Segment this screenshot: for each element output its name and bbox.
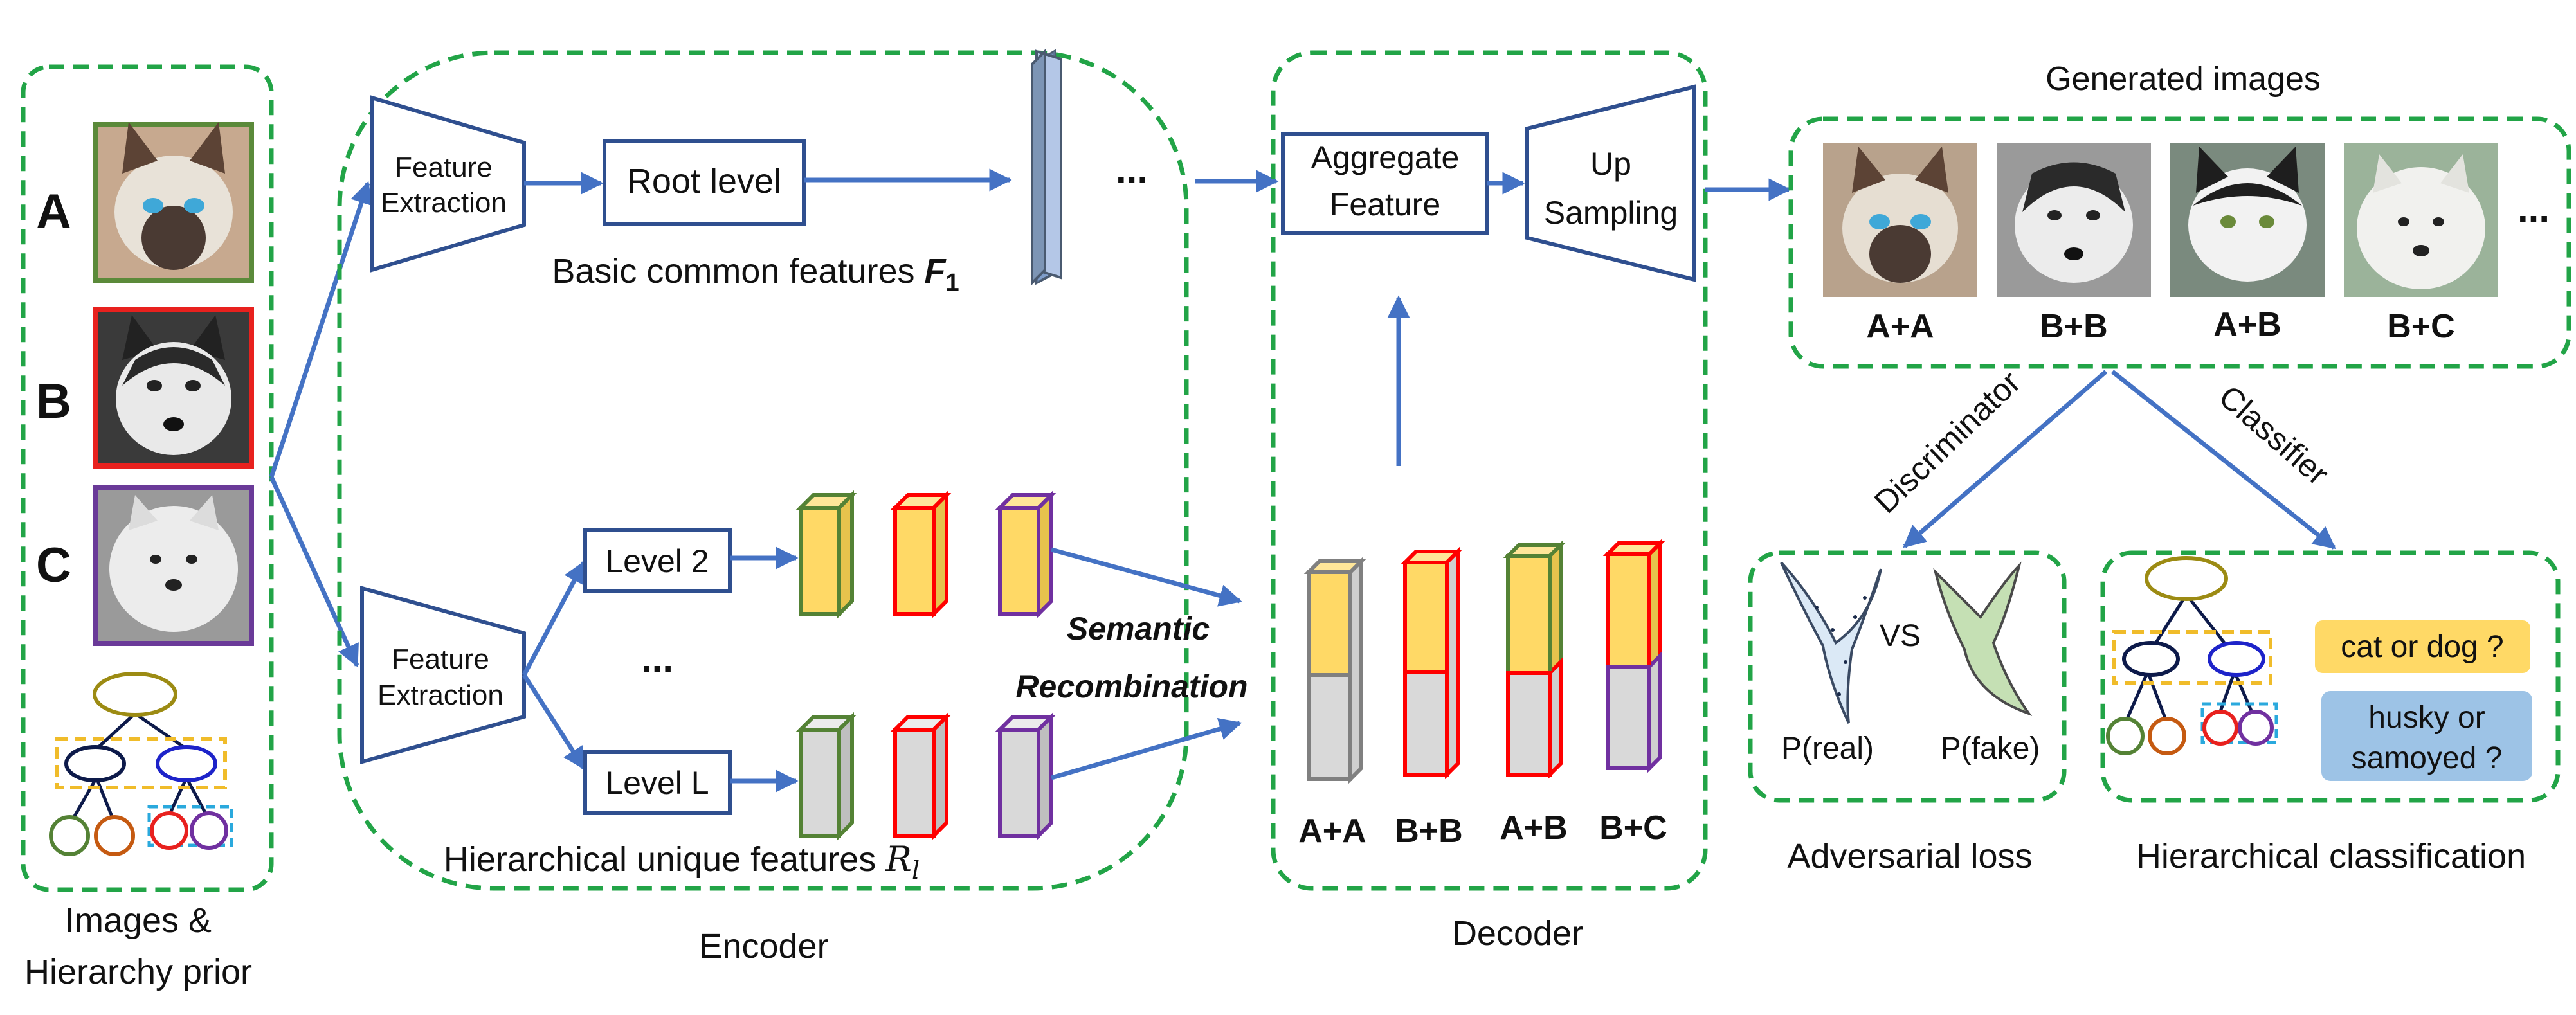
top-feature-extraction-block: Feature Extraction (370, 94, 526, 273)
arrow-level2-to-decoder (1051, 547, 1242, 607)
decoder-panel: Aggregate Feature Up Sampling (1271, 50, 1708, 953)
common-feature-slab-icon (1030, 48, 1063, 286)
discriminator-label: Discriminator (1867, 364, 2027, 520)
bottom-fe-line2: Extraction (377, 679, 503, 711)
aggregate-feature-box (1281, 132, 1489, 235)
upsampling-line1: Up (1590, 146, 1631, 182)
level2-box (583, 528, 732, 593)
p-fake-label: P(fake) (1941, 732, 2040, 766)
arrow-to-classifier (2110, 370, 2336, 550)
root-level-box (603, 139, 806, 226)
stack-label-4: B+C (1599, 809, 1667, 847)
arrow-input-to-top-encoder (269, 181, 372, 478)
fake-distribution-shape (1933, 561, 2033, 716)
top-fe-line2: Extraction (381, 187, 507, 219)
input-caption-line1: Images & (65, 901, 212, 940)
husky-or-samoyed-line1: husky or (2368, 701, 2485, 735)
stack-label-2: B+B (1395, 813, 1462, 850)
arrow-to-discriminator (1903, 370, 2108, 548)
hierarchy-prior-tree-icon (49, 672, 233, 856)
row-letter-a: A (36, 184, 71, 239)
levelL-green-block (795, 712, 857, 841)
levelL-red-block (890, 712, 952, 841)
generated-label-3: A+B (2213, 306, 2281, 343)
cat-or-dog-label: cat or dog ? (2341, 630, 2504, 664)
stack-label-3: A+B (1500, 809, 1567, 847)
vs-label: VS (1880, 619, 1921, 653)
samoyed-dog-icon (93, 485, 254, 646)
classification-panel: cat or dog ? husky or samoyed ? Hierarch… (2100, 550, 2561, 876)
encoder-panel: Feature Extraction Root level ... Basic … (337, 48, 1248, 966)
adversarial-panel-border (1748, 550, 2067, 803)
classification-tree-icon (2106, 556, 2278, 755)
classification-panel-border (2100, 550, 2561, 803)
generated-husky-dog-icon (1997, 143, 2151, 297)
level2-label: Level 2 (605, 543, 709, 579)
top-ellipsis: ... (1116, 148, 1148, 192)
row-letter-c: C (36, 538, 71, 593)
aggregate-line1: Aggregate (1311, 139, 1460, 175)
level2-red-block (890, 490, 952, 619)
generated-ellipsis: ... (2517, 187, 2550, 230)
levelL-purple-block (995, 712, 1057, 841)
husky-or-samoyed-badge (2321, 691, 2532, 781)
stack-label-1: A+A (1298, 813, 1366, 850)
generated-black-white-cat-icon (2170, 143, 2325, 297)
upsampling-block (1525, 84, 1696, 282)
generated-label-4: B+C (2387, 308, 2454, 345)
levels-ellipsis: ... (641, 637, 673, 680)
generated-panel: Generated images (1788, 60, 2571, 369)
row-letter-b: B (36, 374, 71, 429)
adversarial-caption: Adversarial loss (1787, 837, 2032, 876)
semantic-recombination-line1: Semantic (1067, 611, 1210, 647)
bottom-fe-line1: Feature (392, 643, 489, 675)
semantic-recombination-line2: Recombination (1015, 669, 1247, 705)
stack-b-plus-c (1602, 538, 1665, 773)
levelL-label: Level L (605, 765, 709, 801)
input-panel: A B C (21, 64, 274, 991)
generated-panel-border (1788, 116, 2571, 369)
decoder-panel-border (1271, 50, 1708, 891)
classification-caption: Hierarchical classification (2136, 837, 2526, 876)
aggregate-line2: Feature (1330, 186, 1440, 222)
p-real-label: P(real) (1781, 732, 1874, 766)
encoder-caption: Encoder (699, 927, 828, 966)
arrow-fe-to-level2 (522, 560, 586, 676)
cat-or-dog-badge (2315, 620, 2530, 673)
generated-siamese-cat-icon (1823, 143, 1977, 297)
decoder-caption: Decoder (1452, 914, 1583, 953)
adversarial-panel: VS P(real) P(fake) Adversarial loss (1748, 550, 2067, 876)
bottom-feature-extraction-block: Feature Extraction (360, 586, 526, 764)
husky-or-samoyed-line2: samoyed ? (2352, 741, 2503, 775)
input-caption-line2: Hierarchy prior (24, 953, 252, 991)
generated-title: Generated images (2045, 60, 2321, 98)
classifier-label: Classifier (2212, 379, 2336, 492)
level2-green-block (795, 490, 857, 619)
stack-a-plus-a (1303, 556, 1366, 784)
root-level-label: Root level (627, 162, 781, 201)
hier-features-caption: Hierarchical unique features Rl (444, 839, 920, 885)
siamese-cat-icon (93, 122, 254, 283)
husky-dog-icon (93, 307, 254, 469)
arrow-fe-to-levelL (522, 674, 586, 770)
encoder-panel-border (337, 50, 1189, 891)
generated-label-2: B+B (2040, 308, 2107, 345)
real-distribution-shape (1780, 561, 1882, 724)
generated-white-dog-icon (2344, 143, 2498, 297)
basic-features-caption: Basic common features F1 (552, 252, 959, 296)
top-fe-line1: Feature (395, 152, 493, 183)
level2-purple-block (995, 490, 1057, 619)
arrow-levelL-to-decoder (1051, 717, 1242, 780)
generated-label-1: A+A (1866, 308, 1934, 345)
stack-a-plus-b (1503, 540, 1566, 780)
upsampling-line2: Sampling (1544, 195, 1678, 231)
arrow-input-to-bottom-encoder (269, 476, 359, 668)
stack-b-plus-b (1400, 546, 1463, 780)
